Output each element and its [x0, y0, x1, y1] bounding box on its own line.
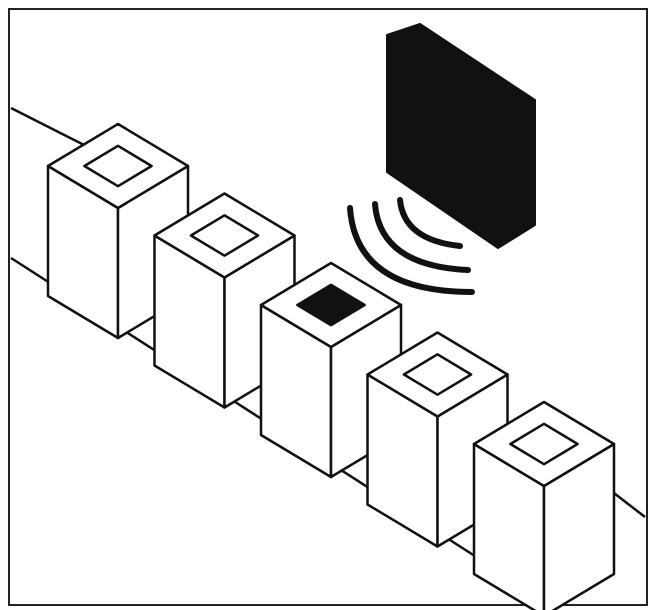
- radio-waves-icon: [347, 197, 475, 295]
- wave-arc-middle: [372, 201, 471, 273]
- wave-arc-outer: [347, 205, 475, 295]
- box-top-mark: [189, 214, 260, 257]
- wave-arc-inner: [397, 197, 463, 249]
- conveyor-top-rail-end: [609, 489, 646, 518]
- box-top-mark: [83, 144, 153, 188]
- box-top-mark-filled: [296, 283, 366, 327]
- box: [153, 192, 296, 409]
- box: [46, 122, 190, 340]
- box-top-mark: [509, 422, 579, 466]
- figure-frame: [8, 8, 648, 606]
- scanner-panel-icon: [386, 23, 536, 249]
- box: [472, 400, 616, 610]
- conveyor-top-rail: [10, 106, 91, 150]
- box-top-mark: [402, 353, 473, 396]
- box-row: [46, 122, 616, 610]
- flagged-box: [259, 261, 403, 479]
